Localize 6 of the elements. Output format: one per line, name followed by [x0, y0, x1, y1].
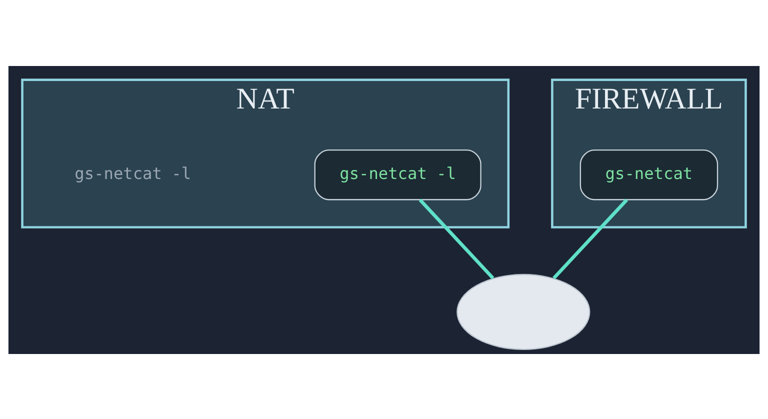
node-box: gs-netcat -l — [314, 149, 482, 200]
connector — [552, 198, 628, 279]
label: gs-netcat -l — [74, 164, 192, 183]
connector — [418, 198, 494, 279]
node-box: gs-netcat — [580, 149, 718, 200]
node-cloud — [456, 273, 590, 350]
